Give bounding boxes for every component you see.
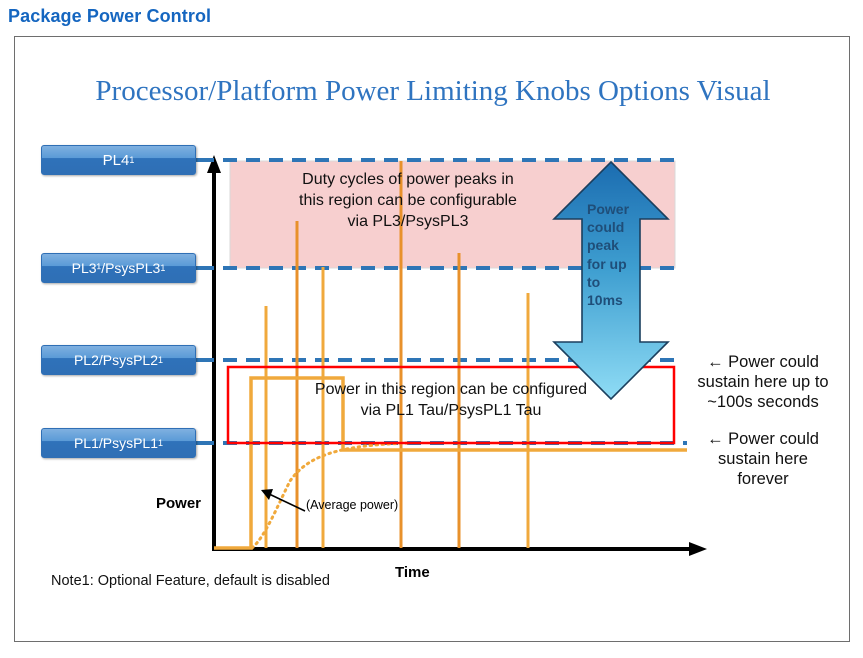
average-power-curve (250, 441, 413, 550)
y-axis-label: Power (156, 495, 202, 512)
x-axis-arrowhead (689, 542, 707, 556)
red-region-box (226, 365, 676, 445)
peak-duration-annotation: Power could peak for up to 10ms (587, 201, 630, 308)
x-axis-label: Time (395, 564, 430, 581)
page-title: Package Power Control (8, 6, 212, 26)
average-power-pointer-head (261, 489, 273, 500)
footnote: Note1: Optional Feature, default is disa… (51, 573, 330, 589)
peak-duration-arrow (552, 160, 670, 401)
red-region-annotation: Power in this region can be configured v… (314, 381, 588, 419)
slide-title: Processor/Platform Power Limiting Knobs … (95, 75, 771, 107)
y-axis-arrowhead (207, 155, 221, 173)
limit-label-pl2-text: PL2/PsysPL2 (73, 352, 159, 368)
average-power-label: (Average power) (306, 498, 399, 512)
limit-label-pl4-text: PL4 (102, 151, 130, 169)
average-power-pointer (266, 492, 306, 512)
limit-label-pl1-text: PL1/PsysPL1 (73, 435, 159, 451)
limit-label-pl3-text: PL3¹/PsysPL3 (71, 260, 161, 276)
slide-frame: Processor/Platform Power Limiting Knobs … (14, 36, 850, 642)
power-envelope (214, 376, 687, 550)
sustain-forever-annotation: ← Power could sustain here forever (707, 430, 819, 489)
power-diagram (15, 37, 851, 643)
pink-region-annotation: Duty cycles of power peaks in this regio… (299, 171, 517, 230)
sustain-100s-annotation: ← Power could sustain here up to ~100s s… (697, 353, 829, 412)
